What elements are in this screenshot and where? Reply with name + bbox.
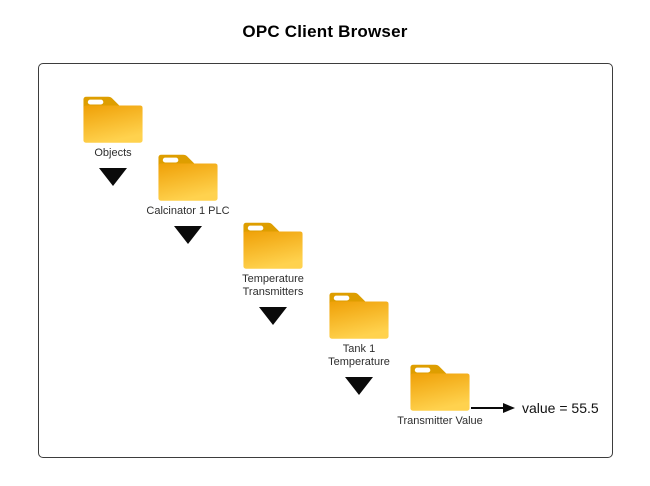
value-text: value = 55.5 — [522, 399, 599, 416]
value-annotation: value = 55.5 — [471, 399, 599, 416]
browser-canvas: Objects Calcinator 1 PLC Temperature Tra… — [38, 63, 613, 458]
folder-icon[interactable] — [242, 221, 304, 270]
tree-node-calcinator-1-plc[interactable]: Calcinator 1 PLC — [118, 153, 258, 244]
folder-icon[interactable] — [157, 153, 219, 202]
triangle-down-icon[interactable] — [99, 168, 127, 186]
folder-icon[interactable] — [82, 95, 144, 144]
triangle-down-icon[interactable] — [174, 226, 202, 244]
folder-icon[interactable] — [328, 291, 390, 340]
folder-label: Calcinator 1 PLC — [146, 205, 230, 217]
folder-icon[interactable] — [409, 363, 471, 412]
tree-node-transmitter-value[interactable]: Transmitter Value — [370, 363, 510, 428]
triangle-down-icon[interactable] — [259, 307, 287, 325]
folder-label: Temperature Transmitters — [242, 273, 304, 298]
triangle-down-icon[interactable] — [345, 377, 373, 395]
folder-label: Tank 1 Temperature — [328, 343, 390, 368]
folder-label: Objects — [94, 147, 132, 159]
page-title: OPC Client Browser — [242, 22, 408, 41]
arrow-right-icon — [471, 402, 515, 413]
tree-node-objects[interactable]: Objects — [43, 95, 183, 186]
folder-label: Transmitter Value — [397, 415, 483, 427]
tree-node-temperature-transmitters[interactable]: Temperature Transmitters — [203, 221, 343, 325]
tree-node-tank-1-temperature[interactable]: Tank 1 Temperature — [289, 291, 429, 395]
